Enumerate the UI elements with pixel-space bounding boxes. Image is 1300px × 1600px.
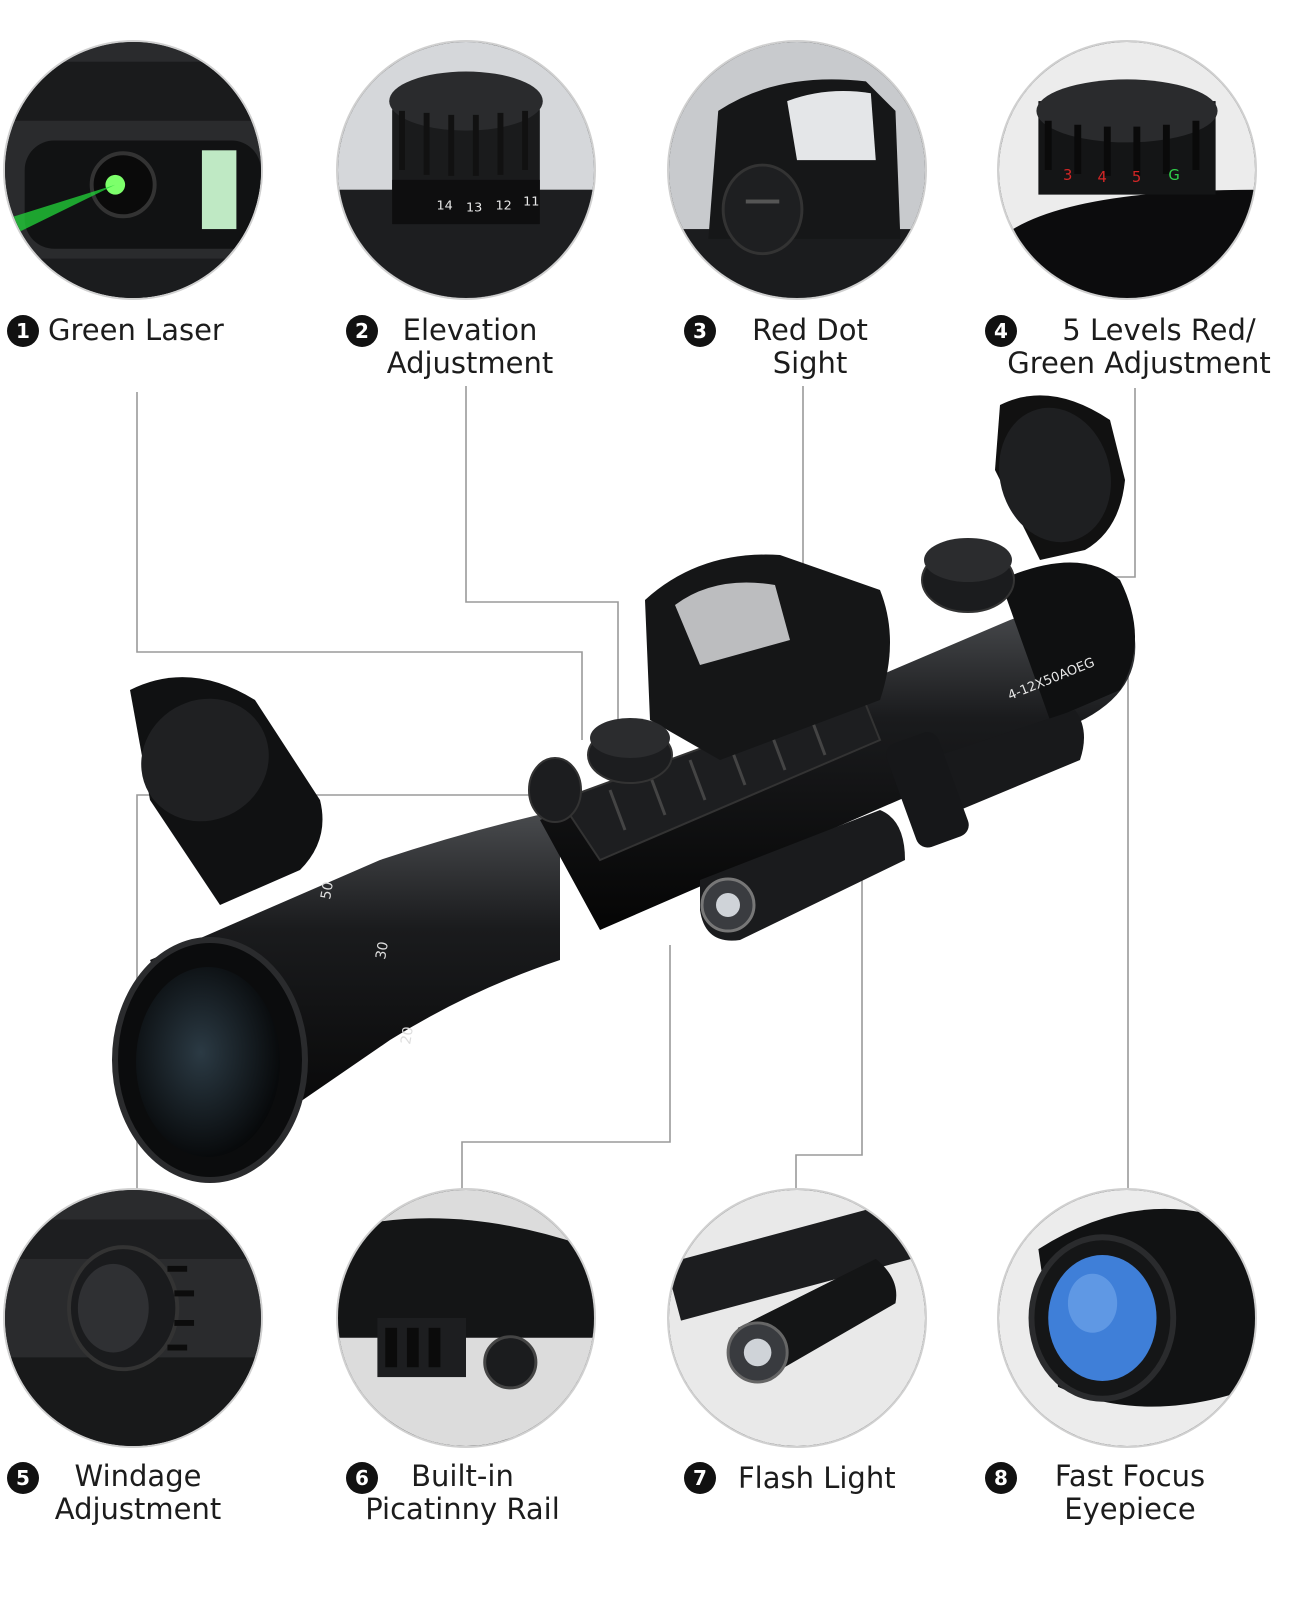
dial-mark-5: 5 (1132, 169, 1141, 186)
callout-green-laser (3, 40, 263, 300)
badge-7: 7 (684, 1462, 716, 1494)
windage-detail (5, 1190, 261, 1446)
picatinny-detail (338, 1190, 594, 1446)
elevation-detail: 14 13 12 11 (338, 42, 594, 298)
dial-mark-g: G (1168, 167, 1179, 184)
badge-5: 5 (7, 1462, 39, 1494)
label-eyepiece: Fast Focus Eyepiece (1040, 1460, 1220, 1526)
focus-mark-50: 50 (318, 880, 337, 900)
label-red-dot: Red Dot Sight (730, 314, 890, 380)
focus-mark-30: 30 (373, 940, 392, 960)
badge-4: 4 (985, 315, 1017, 347)
dial-mark-4: 4 (1097, 169, 1106, 186)
label-eyepiece-line2: Eyepiece (1064, 1492, 1196, 1526)
label-picatinny-line1: Built-in (411, 1459, 514, 1493)
label-elevation-line2: Adjustment (386, 346, 554, 380)
label-windage: Windage Adjustment (48, 1460, 228, 1526)
label-windage-line1: Windage (74, 1459, 202, 1493)
callout-eyepiece (997, 1188, 1257, 1448)
green-laser-detail (5, 42, 261, 298)
badge-3: 3 (684, 315, 716, 347)
eyepiece-detail (999, 1190, 1255, 1446)
badge-2: 2 (346, 315, 378, 347)
connector-6 (461, 945, 671, 1190)
callout-illumination: 3 4 5 G (997, 40, 1257, 300)
label-eyepiece-line1: Fast Focus (1054, 1459, 1206, 1493)
label-elevation-line1: Elevation (402, 313, 538, 347)
flashlight-detail (669, 1190, 925, 1446)
label-levels-line2: Green Adjustment (1007, 346, 1271, 380)
label-green-laser-text: Green Laser (48, 313, 224, 347)
callout-red-dot (667, 40, 927, 300)
callout-flashlight (667, 1188, 927, 1448)
callout-picatinny (336, 1188, 596, 1448)
illumination-detail: 3 4 5 G (999, 42, 1255, 298)
turret-mark-12: 12 (496, 198, 512, 213)
label-green-laser: Green Laser (48, 314, 228, 347)
badge-6: 6 (346, 1462, 378, 1494)
label-picatinny-line2: Picatinny Rail (365, 1492, 560, 1526)
dial-mark-3: 3 (1063, 167, 1072, 184)
turret-mark-14: 14 (436, 198, 452, 213)
red-dot-detail (669, 42, 925, 298)
label-flashlight: Flash Light (738, 1462, 918, 1495)
main-tube (540, 604, 1136, 930)
connector-1 (136, 392, 583, 740)
label-flashlight-text: Flash Light (738, 1461, 896, 1495)
connector-2 (465, 386, 619, 740)
label-picatinny: Built-in Picatinny Rail (360, 1460, 565, 1526)
label-windage-line2: Adjustment (54, 1492, 222, 1526)
connector-7 (795, 865, 863, 1190)
callout-elevation: 14 13 12 11 (336, 40, 596, 300)
mount-ring (886, 732, 969, 848)
label-red-dot-line1: Red Dot (752, 313, 868, 347)
label-levels: 5 Levels Red/ Green Adjustment (1003, 314, 1275, 380)
label-levels-line1: 5 Levels Red/ (1062, 313, 1256, 347)
laser-module (925, 710, 1084, 810)
badge-1: 1 (7, 315, 39, 347)
turret-mark-11: 11 (523, 194, 539, 209)
focus-mark-20: 20 (398, 1025, 417, 1045)
turret-mark-13: 13 (466, 200, 482, 215)
label-red-dot-line2: Sight (772, 346, 848, 380)
windage-turret (528, 757, 582, 823)
callout-windage (3, 1188, 263, 1448)
badge-8: 8 (985, 1462, 1017, 1494)
eyepiece (1000, 562, 1135, 720)
label-elevation: Elevation Adjustment (380, 314, 560, 380)
